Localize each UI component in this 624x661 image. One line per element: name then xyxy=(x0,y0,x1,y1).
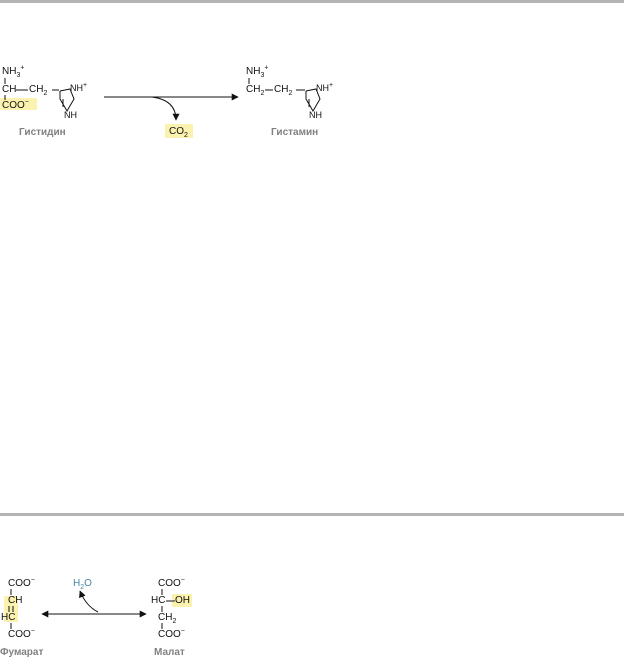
malate-label: Малат xyxy=(154,647,185,658)
fumarate-label: Фумарат xyxy=(0,647,44,658)
histidine-coo: COO− xyxy=(2,98,29,111)
histidine-ring-nh: NH xyxy=(64,110,77,120)
histidine-nh3: NH3+ xyxy=(2,64,25,79)
co2-highlight xyxy=(165,124,193,138)
fumarate-ch: CH xyxy=(8,595,23,606)
fumarate-hc: HC xyxy=(1,612,16,623)
middle-divider xyxy=(0,513,624,516)
histamine-ring-nh-plus: NH+ xyxy=(316,82,334,93)
co2-label: CO2 xyxy=(169,126,188,139)
top-divider xyxy=(0,0,624,3)
malate-coo-top: COO− xyxy=(158,576,185,589)
histidine-label: Гистидин xyxy=(19,127,66,138)
histamine-label: Гистамин xyxy=(271,127,319,138)
histamine-ch2-a: CH2 xyxy=(246,84,265,97)
histidine-ch: CH xyxy=(2,84,17,95)
histidine-ch2: CH2 xyxy=(29,84,48,97)
fumarate-coo-top: COO− xyxy=(8,576,35,589)
histamine-ring-nh: NH xyxy=(309,110,322,120)
malate-coo-bottom: COO− xyxy=(158,627,185,640)
histamine-nh3: NH3+ xyxy=(246,64,269,79)
fumarate-coo-bottom: COO− xyxy=(8,627,35,640)
histamine-ch2-b: CH2 xyxy=(274,84,293,97)
co2-release-arrow xyxy=(151,96,180,121)
carboxyl-highlight xyxy=(0,98,37,110)
malate-ch2: CH2 xyxy=(158,612,177,625)
histidine-ring-nh-plus: NH+ xyxy=(70,82,88,93)
double-bond-highlight xyxy=(4,596,18,622)
water-label: H2O xyxy=(73,578,92,591)
histidine-ring xyxy=(59,88,75,112)
malate-oh: OH xyxy=(175,595,190,606)
histamine-ring xyxy=(305,88,321,112)
water-arrow xyxy=(79,590,99,613)
hydroxyl-highlight xyxy=(172,594,192,607)
malate-hc: HC xyxy=(151,595,166,606)
